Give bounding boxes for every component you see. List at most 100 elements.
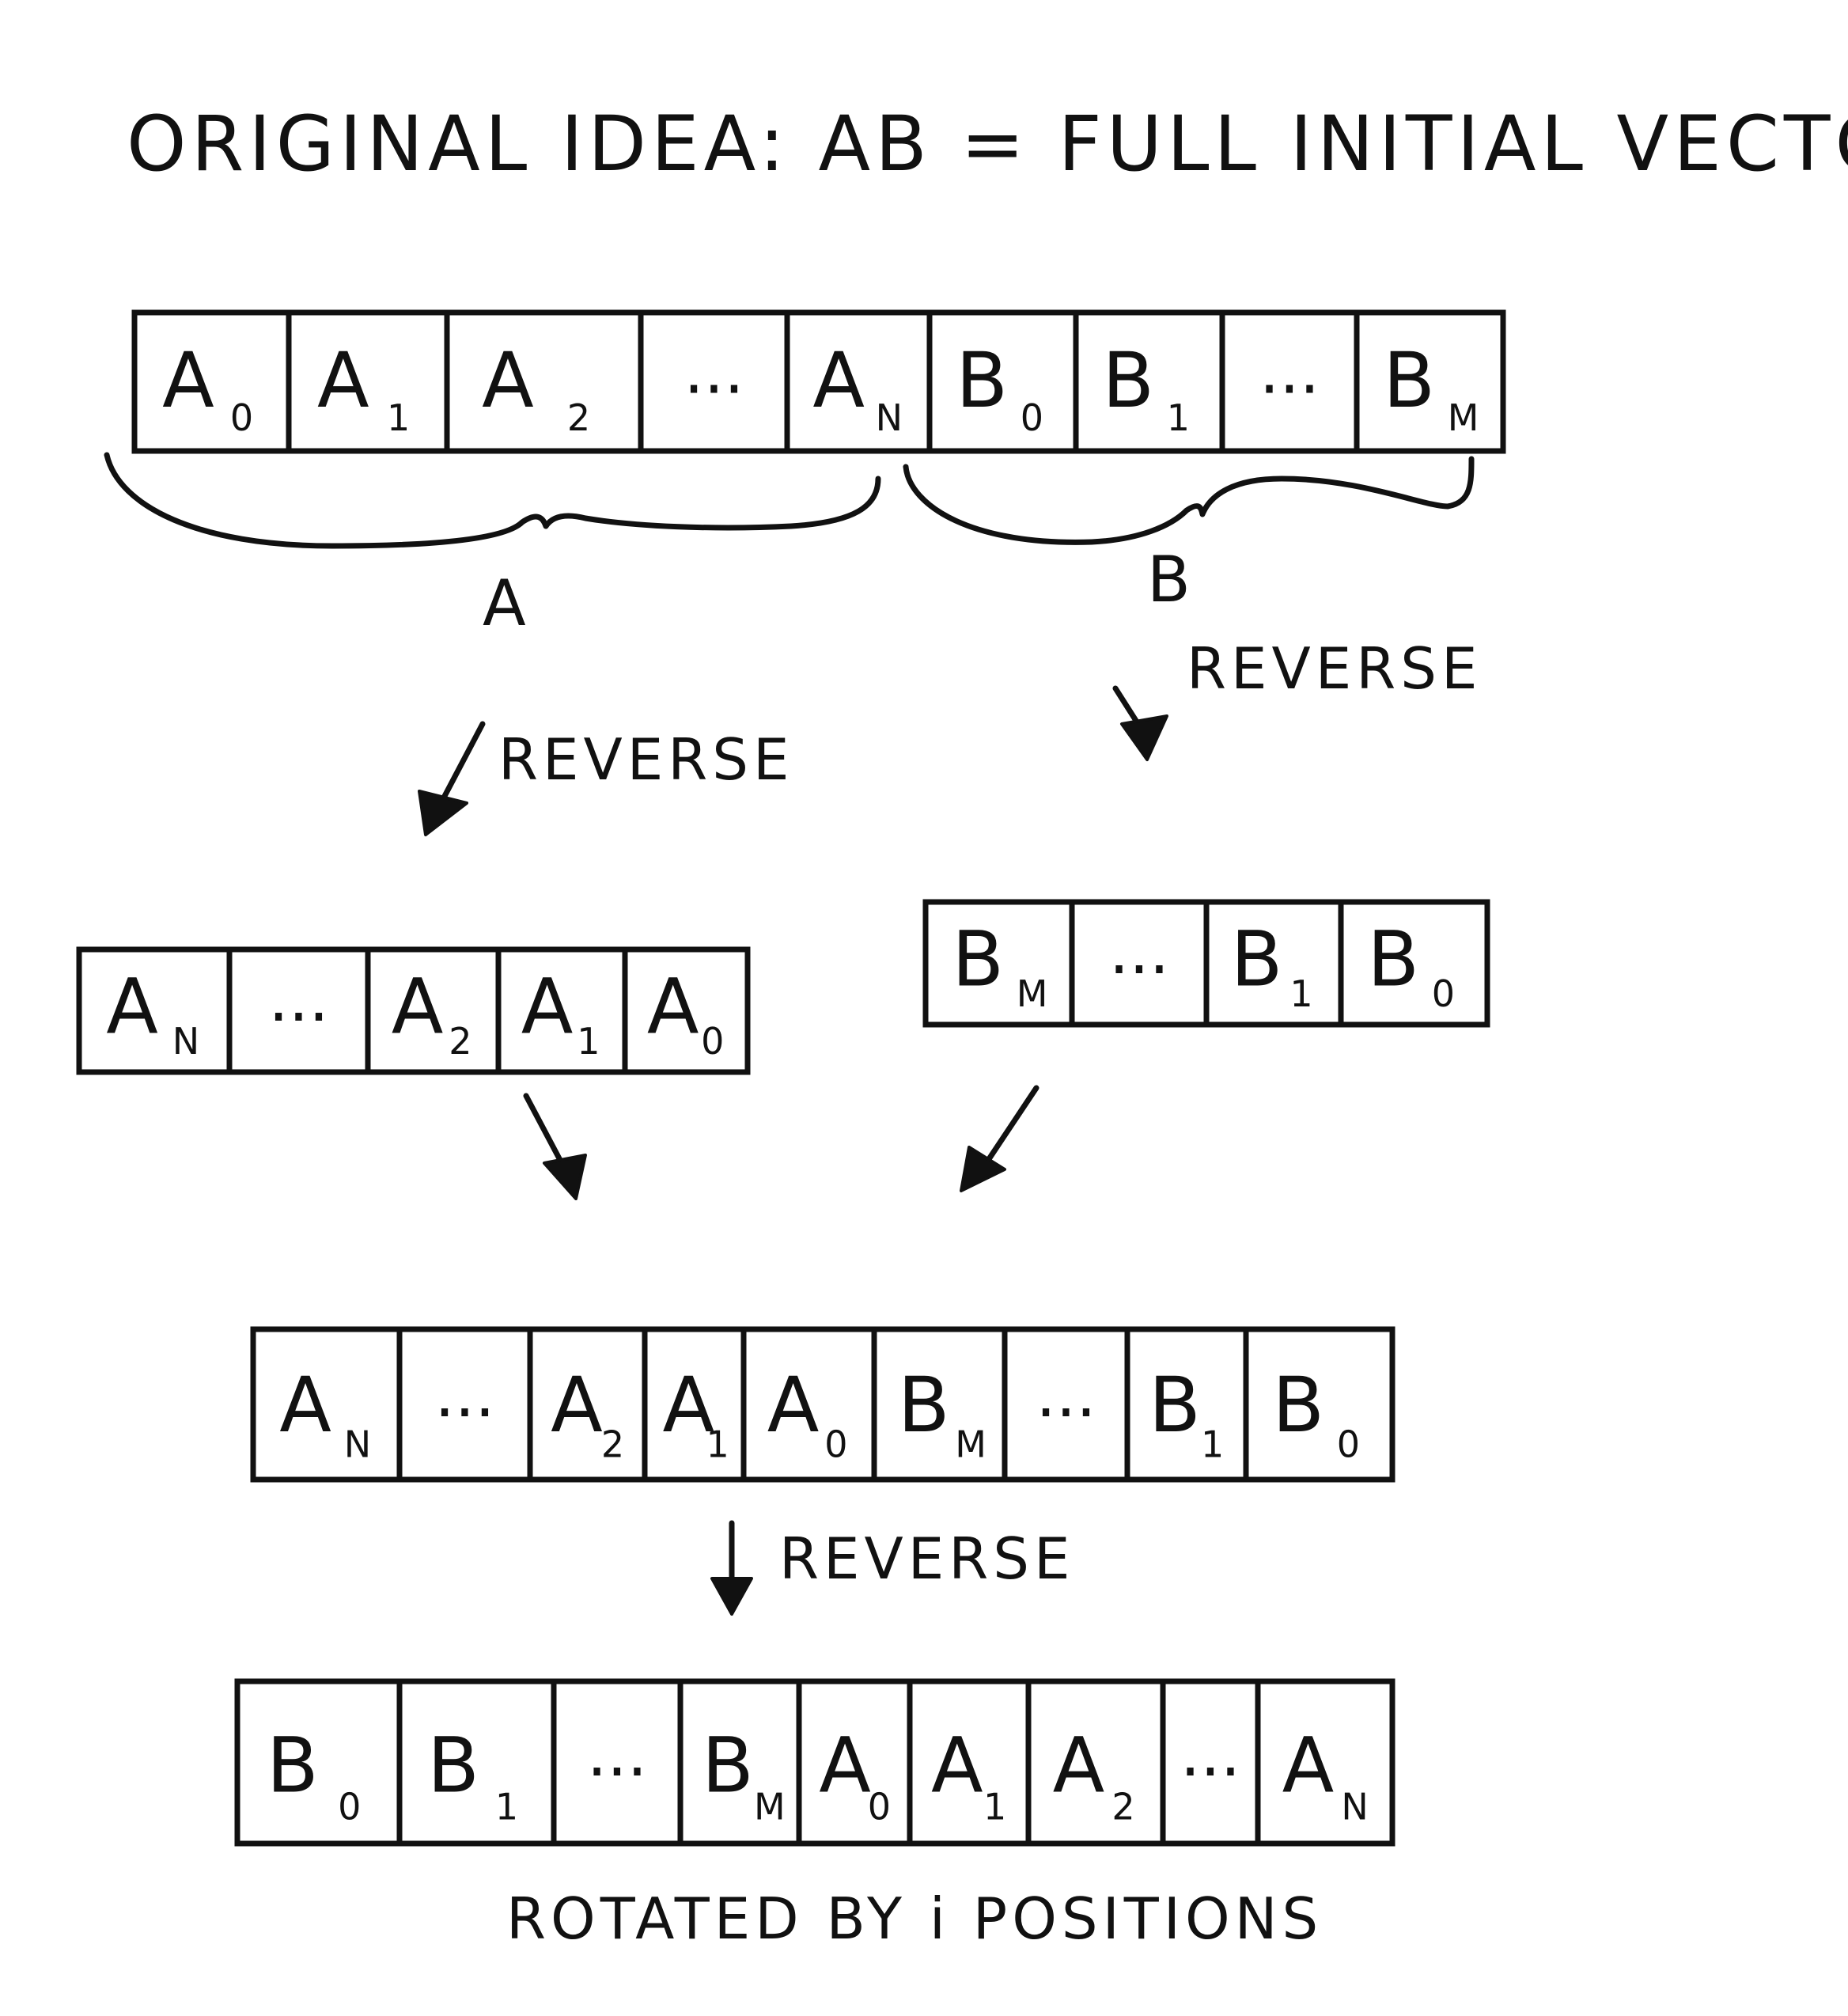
array-cell: ... (396, 1326, 533, 1483)
cell-ellipsis: ... (684, 335, 744, 408)
cell-index: N (1341, 1785, 1368, 1828)
cell-index: 0 (868, 1785, 891, 1828)
cell-box (495, 946, 628, 1075)
cell-letter: A (521, 962, 574, 1051)
array-cell: A0 (796, 1678, 913, 1847)
cell-box (1338, 899, 1490, 1028)
cell-box (226, 946, 371, 1075)
cell-index: 1 (983, 1785, 1006, 1828)
cell-index: M (1017, 972, 1048, 1015)
cell-index: 1 (577, 1020, 600, 1063)
cell-letter: B (427, 1721, 479, 1809)
cell-letter: B (1231, 915, 1283, 1003)
cell-box (286, 309, 450, 454)
cell-letter: A (767, 1361, 820, 1449)
cell-index: 0 (1021, 396, 1043, 439)
cell-index: 1 (1201, 1423, 1224, 1466)
cell-letter: B (1383, 336, 1435, 425)
cell-box (922, 899, 1075, 1028)
cell-box (1255, 1678, 1395, 1847)
array-cell: ... (551, 1678, 684, 1847)
cell-index: 1 (1289, 972, 1312, 1015)
cell-index: 2 (449, 1020, 471, 1063)
cell-letter: A (551, 1361, 603, 1449)
cell-ellipsis: ... (1180, 1717, 1240, 1791)
cell-box (527, 1326, 648, 1483)
cell-letter: B (1367, 915, 1419, 1003)
arrow-final-reverse-head (710, 1577, 753, 1616)
cell-box (76, 946, 233, 1075)
cell-letter: B (1149, 1361, 1201, 1449)
cell-index: 0 (824, 1423, 847, 1466)
cell-letter: A (1053, 1721, 1105, 1809)
arrow-b-to-combined-shaft (986, 1085, 1040, 1162)
cell-box (1219, 309, 1360, 454)
arrow-a-to-combined-shaft (523, 1093, 565, 1166)
reverse-b-label: REVERSE (1187, 635, 1483, 702)
cell-letter: A (1282, 1721, 1335, 1809)
cell-box (444, 309, 644, 454)
rotation-caption: ROTATED BY i POSITIONS (506, 1885, 1323, 1952)
cell-index: M (754, 1785, 786, 1828)
cell-box (551, 1678, 684, 1847)
cell-box (796, 1678, 913, 1847)
array-cell: A1 (642, 1326, 747, 1483)
cell-index: M (1448, 396, 1479, 439)
cell-letter: B (1102, 336, 1154, 425)
diagram-title: ORIGINAL IDEA: AB = FULL INITIAL VECTOR (127, 100, 1848, 188)
cell-ellipsis: ... (434, 1358, 494, 1431)
array-cell: ... (1002, 1326, 1130, 1483)
arrow-reverse-a-head (418, 790, 468, 836)
cell-index: N (876, 396, 903, 439)
array-cell: ... (226, 946, 371, 1075)
cell-letter: A (819, 1721, 871, 1809)
cell-index: 0 (1432, 972, 1455, 1015)
cell-ellipsis: ... (1036, 1358, 1096, 1431)
cell-box (926, 309, 1079, 454)
array-cell: ... (1160, 1678, 1261, 1847)
cell-box (642, 1326, 747, 1483)
cell-index: N (172, 1020, 199, 1063)
cell-letter: A (663, 1361, 715, 1449)
cell-index: 1 (706, 1423, 729, 1466)
cell-ellipsis: ... (1109, 915, 1169, 988)
cell-index: 0 (1337, 1423, 1360, 1466)
cell-box (677, 1678, 802, 1847)
cell-letter: A (279, 1361, 331, 1449)
cell-index: 0 (338, 1785, 361, 1828)
cell-letter: B (952, 915, 1004, 1003)
cell-box (871, 1326, 1008, 1483)
arrow-a-to-combined-head (543, 1154, 587, 1200)
cell-letter: A (106, 962, 158, 1051)
array-cell: ... (1219, 309, 1360, 454)
cell-letter: B (267, 1721, 319, 1809)
cell-box (622, 946, 751, 1075)
cell-index: 2 (1111, 1785, 1134, 1828)
cell-letter: B (1272, 1361, 1324, 1449)
cell-box (396, 1326, 533, 1483)
cell-box (638, 309, 790, 454)
cell-index: 2 (601, 1423, 624, 1466)
cell-index: N (344, 1423, 371, 1466)
cell-letter: A (162, 336, 214, 425)
cell-box (131, 309, 292, 454)
array-cell: ... (1069, 899, 1210, 1028)
cell-box (1243, 1326, 1395, 1483)
